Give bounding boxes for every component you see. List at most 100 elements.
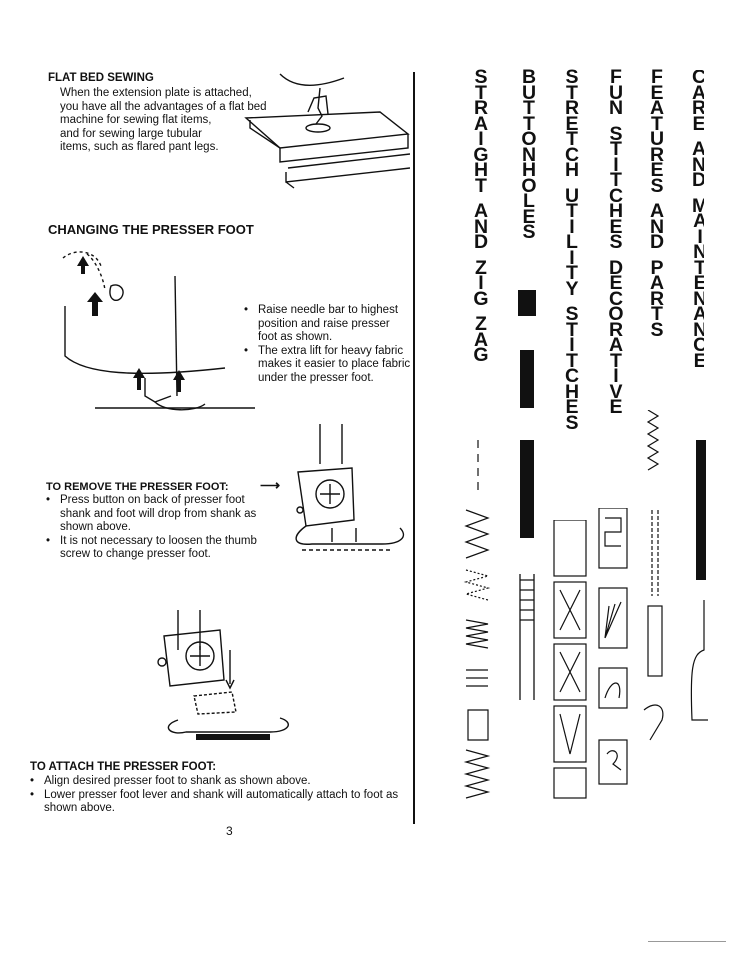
attach-bullet-1: Align desired presser foot to shank as s… <box>30 775 410 789</box>
tab-word: STITCHESSTITCHES <box>608 124 624 253</box>
tab-word: ANDAND <box>473 200 489 253</box>
tab-buttonholes[interactable]: BUTTONHOLESBUTTONHOLES <box>518 66 540 242</box>
tab-word: ANDAND <box>692 138 704 191</box>
changing-bullets: Raise needle bar to highest position and… <box>244 304 412 385</box>
tab-letter: E <box>522 205 536 228</box>
tab-word: UTILITYUTILITY <box>564 184 580 298</box>
tab-letter: G <box>473 287 489 310</box>
tab-word: PARTSPARTS <box>649 256 665 339</box>
tab-letter: I <box>569 334 575 356</box>
tab-letter: T <box>523 97 535 119</box>
tab-word: ANDAND <box>650 202 664 252</box>
tab-letter: D <box>692 169 704 191</box>
tab-letter: S <box>474 66 488 88</box>
tab-letter: R <box>649 287 665 310</box>
tab-letter: N <box>693 318 704 341</box>
tab-letter: D <box>608 256 624 279</box>
tab-letter: T <box>610 169 622 191</box>
tab-letter: O <box>521 174 537 197</box>
changing-bullet-1: Raise needle bar to highest position and… <box>244 304 412 345</box>
tab-letter: N <box>608 97 624 119</box>
tab-straight-and-zigzag[interactable]: STRAIGHTSTRAIGHTANDANDZIGZIGZAGZAG <box>470 66 492 366</box>
care-illustration <box>690 440 708 721</box>
tab-word: CARECARE <box>692 70 704 133</box>
straight-zigzag-stitch-samples <box>463 440 491 799</box>
attach-bullets: Align desired presser foot to shank as s… <box>30 775 410 816</box>
tab-letter: I <box>569 215 575 238</box>
decorative-stitch-samples <box>598 508 628 785</box>
remove-heading: TO REMOVE THE PRESSER FOOT: <box>46 481 229 493</box>
tab-letter: A <box>693 303 704 325</box>
tab-letter: U <box>564 184 580 207</box>
tab-letter: A <box>692 81 704 104</box>
tab-letter: I <box>478 128 484 150</box>
tab-word: BUTTONHOLESBUTTONHOLES <box>521 66 537 242</box>
tab-letter: T <box>651 303 663 325</box>
changing-bullet-2: The extra lift for heavy fabric makes it… <box>244 345 412 386</box>
tab-letter: A <box>649 272 665 294</box>
attach-bullet-2: Lower presser foot lever and shank will … <box>30 789 410 816</box>
tab-fun-stitches-decorative[interactable]: FUNFUNSTITCHESSTITCHESDECORATIVEDECORATI… <box>605 66 627 417</box>
tab-letter: T <box>566 81 578 104</box>
tab-letter: C <box>693 334 704 356</box>
flatbed-heading: FLAT BED SEWING <box>48 72 154 84</box>
tab-letter: E <box>650 81 664 104</box>
remove-bullets: Press button on back of presser foot sha… <box>46 494 278 562</box>
attach-foot-illustration <box>157 610 289 740</box>
arrow-right-icon: ⟶ <box>260 477 281 493</box>
tab-word: ZAGZAG <box>473 313 489 366</box>
tab-letter: A <box>649 97 665 119</box>
tab-letter: M <box>692 194 704 217</box>
tab-letter: S <box>650 174 664 197</box>
tab-letter: L <box>523 190 535 212</box>
tab-letter: R <box>692 97 704 119</box>
tab-letter: D <box>473 231 489 253</box>
tab-letter: N <box>692 153 704 176</box>
tab-word: DECORATIVEDECORATIVE <box>608 256 624 416</box>
tab-letter: A <box>692 138 704 160</box>
tab-letter: O <box>521 128 537 150</box>
tab-letter: I <box>569 246 575 269</box>
tab-letter: T <box>475 81 487 104</box>
tab-letter: S <box>609 231 623 253</box>
flatbed-machine-illustration <box>244 73 410 189</box>
presser-foot-shank-illustration <box>295 424 405 551</box>
tab-stretch-utility-stitches[interactable]: STRETCHSTRETCHUTILITYUTILITYSTITCHESSTIT… <box>561 68 583 434</box>
tab-features-and-parts[interactable]: FEATURESFEATURESANDANDPARTSPARTS <box>646 66 668 339</box>
tab-letter: E <box>650 159 664 181</box>
tab-letter: N <box>473 215 489 238</box>
tab-letter: R <box>649 143 665 166</box>
tab-letter: S <box>565 411 579 434</box>
tab-letter: P <box>650 256 664 279</box>
changing-heading: CHANGING THE PRESSER FOOT <box>48 222 254 237</box>
tab-letter: Z <box>475 313 487 335</box>
tab-word: STRAIGHTSTRAIGHT <box>473 66 489 195</box>
tab-word: MAINTENANCEMAINTENANCE <box>692 194 704 369</box>
tab-letter: A <box>473 328 489 351</box>
column-divider <box>413 72 415 824</box>
flatbed-line-2: you have all the advantages of a flat be… <box>60 100 267 113</box>
tab-letter: A <box>473 200 489 222</box>
parts-illustration <box>643 410 664 741</box>
tab-letter: I <box>697 225 703 248</box>
tab-letter: H <box>608 200 624 222</box>
tab-letter: F <box>651 66 663 88</box>
tab-letter: E <box>693 272 704 294</box>
tab-care-and-maintenance[interactable]: CARECAREANDANDMAINTENANCEMAINTENANCE <box>692 70 704 369</box>
tab-letter: B <box>521 66 537 88</box>
tab-letter: F <box>610 66 622 88</box>
tab-letter: N <box>693 287 704 310</box>
tab-letter: R <box>608 318 624 341</box>
tab-letter: E <box>609 215 623 238</box>
tab-letter: C <box>564 365 580 387</box>
tab-letter: H <box>564 159 580 181</box>
flatbed-line-1: When the extension plate is attached, <box>60 87 252 99</box>
tab-letter: C <box>608 184 624 207</box>
tab-letter: H <box>521 159 537 181</box>
tab-letter: A <box>693 210 704 232</box>
tab-letter: G <box>473 344 489 366</box>
tab-letter: E <box>609 272 623 294</box>
flatbed-line-3: machine for sewing flat items, <box>60 114 212 126</box>
tab-letter: H <box>473 159 489 181</box>
tab-letter: L <box>566 231 578 253</box>
